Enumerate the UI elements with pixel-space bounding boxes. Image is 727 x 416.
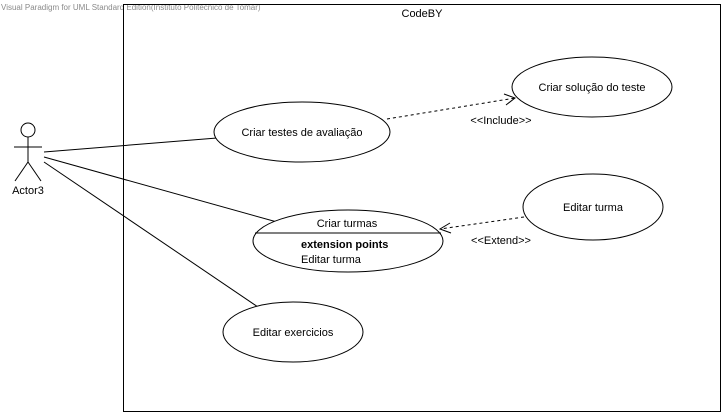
watermark-text: Visual Paradigm for UML Standard Edition… xyxy=(1,3,261,12)
use-case-criar-testes[interactable]: Criar testes de avaliação xyxy=(213,101,391,163)
extend-arrowhead xyxy=(438,222,452,234)
system-boundary[interactable] xyxy=(123,4,721,412)
include-relationship[interactable] xyxy=(386,93,517,120)
association-criar-turmas[interactable] xyxy=(43,156,278,223)
use-case-criar-turmas[interactable]: Criar turmas extension points Editar tur… xyxy=(252,209,444,273)
use-case-ellipse xyxy=(522,173,664,241)
use-case-criar-solucao[interactable]: Criar solução do teste xyxy=(511,56,673,118)
association-editar-exercicios[interactable] xyxy=(43,161,259,308)
use-case-ellipse xyxy=(511,56,673,118)
actor-left-leg xyxy=(14,161,29,182)
extend-relationship[interactable] xyxy=(438,216,525,234)
system-name: CodeBY xyxy=(402,8,444,20)
include-label: <<Include>> xyxy=(470,115,531,127)
association-criar-testes[interactable] xyxy=(43,137,218,153)
use-case-label: Criar testes de avaliação xyxy=(241,127,362,139)
use-case-ellipse xyxy=(213,101,391,163)
use-case-label: Criar solução do teste xyxy=(539,82,646,94)
use-case-label: Criar turmas xyxy=(317,218,378,230)
use-case-label: Editar exercicios xyxy=(253,327,334,339)
use-case-editar-exercicios[interactable]: Editar exercicios xyxy=(222,301,364,363)
extension-point-item: Editar turma xyxy=(301,254,362,266)
extension-points-heading: extension points xyxy=(301,239,388,251)
use-case-ellipse xyxy=(222,301,364,363)
use-case-editar-turma[interactable]: Editar turma xyxy=(522,173,664,241)
actor-right-leg xyxy=(27,161,42,182)
use-case-ellipse xyxy=(252,209,444,273)
extend-line xyxy=(439,216,525,230)
actor-figure[interactable] xyxy=(14,122,42,182)
include-arrowhead xyxy=(503,93,517,106)
include-line xyxy=(386,97,516,120)
use-case-label: Editar turma xyxy=(563,202,624,214)
extend-label: <<Extend>> xyxy=(471,235,531,247)
actor-name: Actor3 xyxy=(12,185,44,197)
actor-head xyxy=(20,122,36,138)
